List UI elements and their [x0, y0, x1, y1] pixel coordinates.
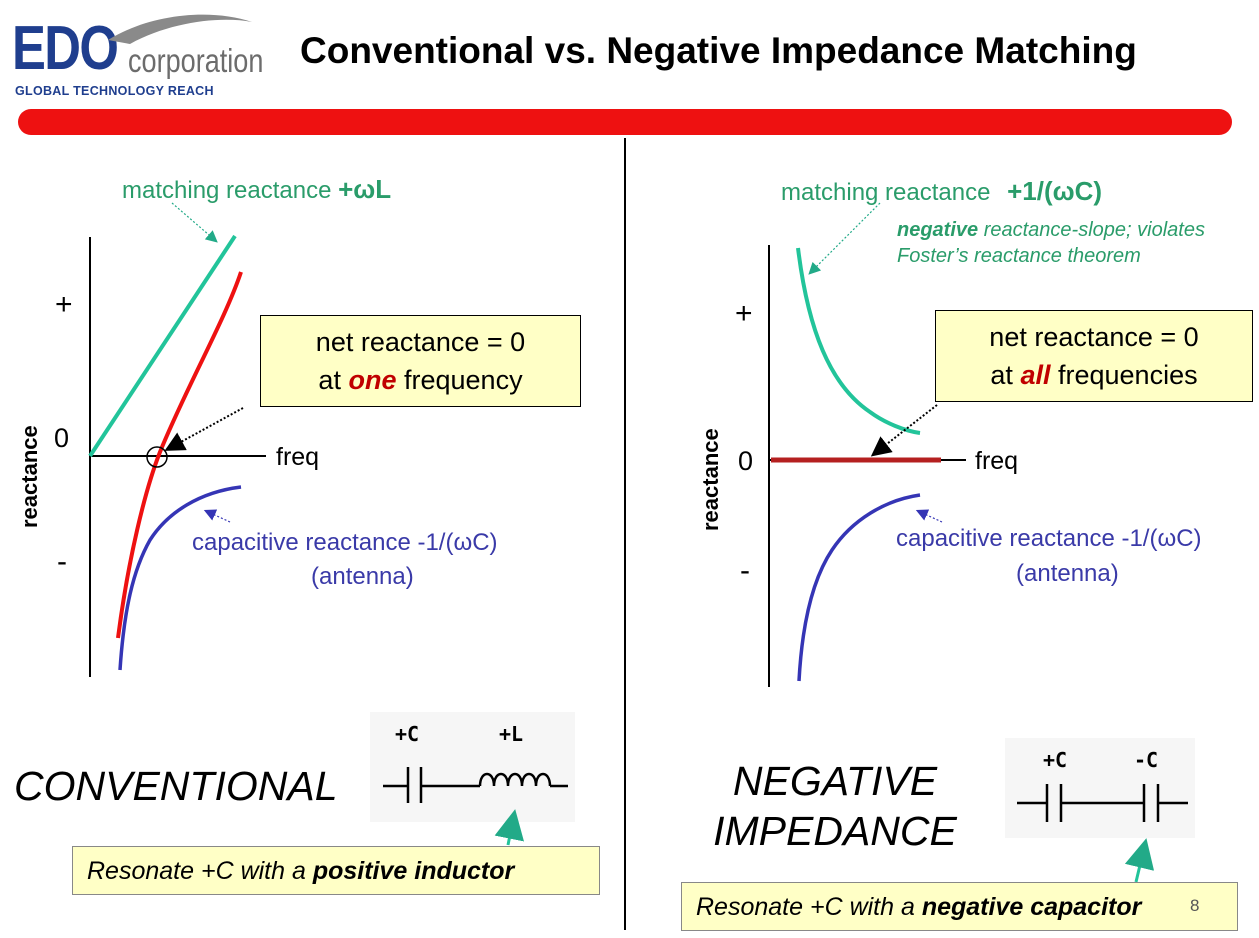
- right-circuit-pointer: [1124, 838, 1155, 883]
- left-cap-pointer: [203, 509, 231, 523]
- left-net-line1: net reactance = 0: [315, 327, 526, 357]
- right-net-pointer: [870, 404, 938, 457]
- left-circuit-pointer: [494, 809, 525, 846]
- logo-edo: EDO: [12, 14, 119, 83]
- left-capacitive-curve: [118, 485, 242, 671]
- right-capacitive-curve: [797, 493, 921, 682]
- right-circuit-schematic: [1017, 784, 1188, 822]
- right-net-line2: at all frequencies: [936, 356, 1252, 394]
- right-matching-text: matching reactance: [781, 179, 991, 206]
- left-net-curve: [116, 271, 243, 639]
- right-net-post: frequencies: [1058, 360, 1198, 390]
- right-note-box: Resonate +C with a negative capacitor: [681, 882, 1238, 931]
- left-net-reactance-box: net reactance = 0 at one frequency: [260, 315, 581, 407]
- right-circuit-c1-label: +C: [1043, 748, 1068, 772]
- right-note-bold: negative capacitor: [921, 893, 1142, 921]
- left-freq-label: freq: [276, 443, 320, 471]
- right-slope-rest: reactance-slope; violates: [983, 219, 1205, 241]
- right-section-label: NEGATIVE IMPEDANCE: [710, 756, 960, 856]
- left-section-label: CONVENTIONAL: [14, 763, 338, 809]
- left-minus-sign: -: [57, 545, 67, 578]
- slide-title: Conventional vs. Negative Impedance Matc…: [300, 30, 1137, 71]
- left-circuit-bg: [370, 712, 575, 822]
- left-circuit-c-label: +C: [395, 722, 420, 746]
- logo-tagline: GLOBAL TECHNOLOGY REACH: [15, 84, 214, 98]
- right-plus-sign: +: [735, 297, 753, 330]
- right-cap-sub: (antenna): [1016, 560, 1119, 587]
- right-section-line1: NEGATIVE: [732, 758, 938, 804]
- left-note-pre: Resonate +C with a: [87, 857, 306, 885]
- title-underline-bar: [18, 109, 1232, 135]
- panel-divider: [624, 138, 626, 930]
- right-slope-bold: negative: [897, 219, 979, 241]
- left-net-pointer: [164, 407, 244, 451]
- right-section-line2: IMPEDANCE: [713, 808, 957, 854]
- right-cap-label: capacitive reactance -1/(ωC): [896, 525, 1202, 552]
- left-net-pre: at: [318, 365, 341, 395]
- right-note-pre: Resonate +C with a: [696, 893, 915, 921]
- right-freq-label: freq: [975, 447, 1019, 475]
- page-number: 8: [1190, 896, 1200, 915]
- right-axis-label: reactance: [698, 428, 723, 531]
- right-matching-formula: +1/(ωC): [1007, 176, 1103, 206]
- right-matching-curve: [796, 247, 921, 435]
- right-net-reactance-box: net reactance = 0 at all frequencies: [935, 310, 1253, 402]
- left-net-line2: at one frequency: [261, 361, 580, 399]
- left-matching-formula: +ωL: [338, 174, 392, 204]
- right-zero-label: 0: [738, 446, 754, 476]
- logo-swoosh: [108, 14, 252, 44]
- right-slope-line1: negative reactance-slope; violates: [897, 217, 1205, 243]
- left-plus-sign: +: [55, 288, 73, 321]
- right-net-pre: at: [990, 360, 1013, 390]
- left-cap-sub: (antenna): [311, 563, 414, 590]
- left-matching-text: matching reactance: [122, 177, 332, 204]
- left-resonance-marker: [146, 446, 168, 468]
- right-cap-pointer: [915, 509, 943, 523]
- right-slope-line2: Foster’s reactance theorem: [897, 245, 1141, 267]
- right-circuit-c2-label: -C: [1134, 748, 1159, 772]
- right-matching-label: matching reactance +1/(ωC): [781, 176, 1102, 207]
- left-matching-label: matching reactance +ωL: [122, 174, 391, 205]
- right-minus-sign: -: [740, 554, 750, 587]
- left-matching-curve: [88, 234, 237, 458]
- right-matching-pointer: [808, 202, 881, 275]
- left-circuit-schematic: [383, 767, 568, 803]
- right-net-line1: net reactance = 0: [989, 322, 1199, 352]
- left-net-post: frequency: [404, 365, 523, 395]
- right-slope-note: negative reactance-slope; violates Foste…: [897, 217, 1205, 269]
- right-net-emphasis: all: [1020, 360, 1051, 390]
- logo-corporation: corporation: [128, 42, 264, 79]
- right-circuit-bg: [1005, 738, 1195, 838]
- left-net-emphasis: one: [348, 365, 397, 395]
- left-cap-label: capacitive reactance -1/(ωC): [192, 529, 498, 556]
- left-circuit-l-label: +L: [499, 722, 524, 746]
- left-note-bold: positive inductor: [312, 857, 515, 885]
- left-axis-label: reactance: [17, 425, 42, 528]
- left-matching-pointer: [171, 202, 218, 243]
- left-note-box: Resonate +C with a positive inductor: [72, 846, 600, 895]
- left-zero-label: 0: [54, 423, 70, 453]
